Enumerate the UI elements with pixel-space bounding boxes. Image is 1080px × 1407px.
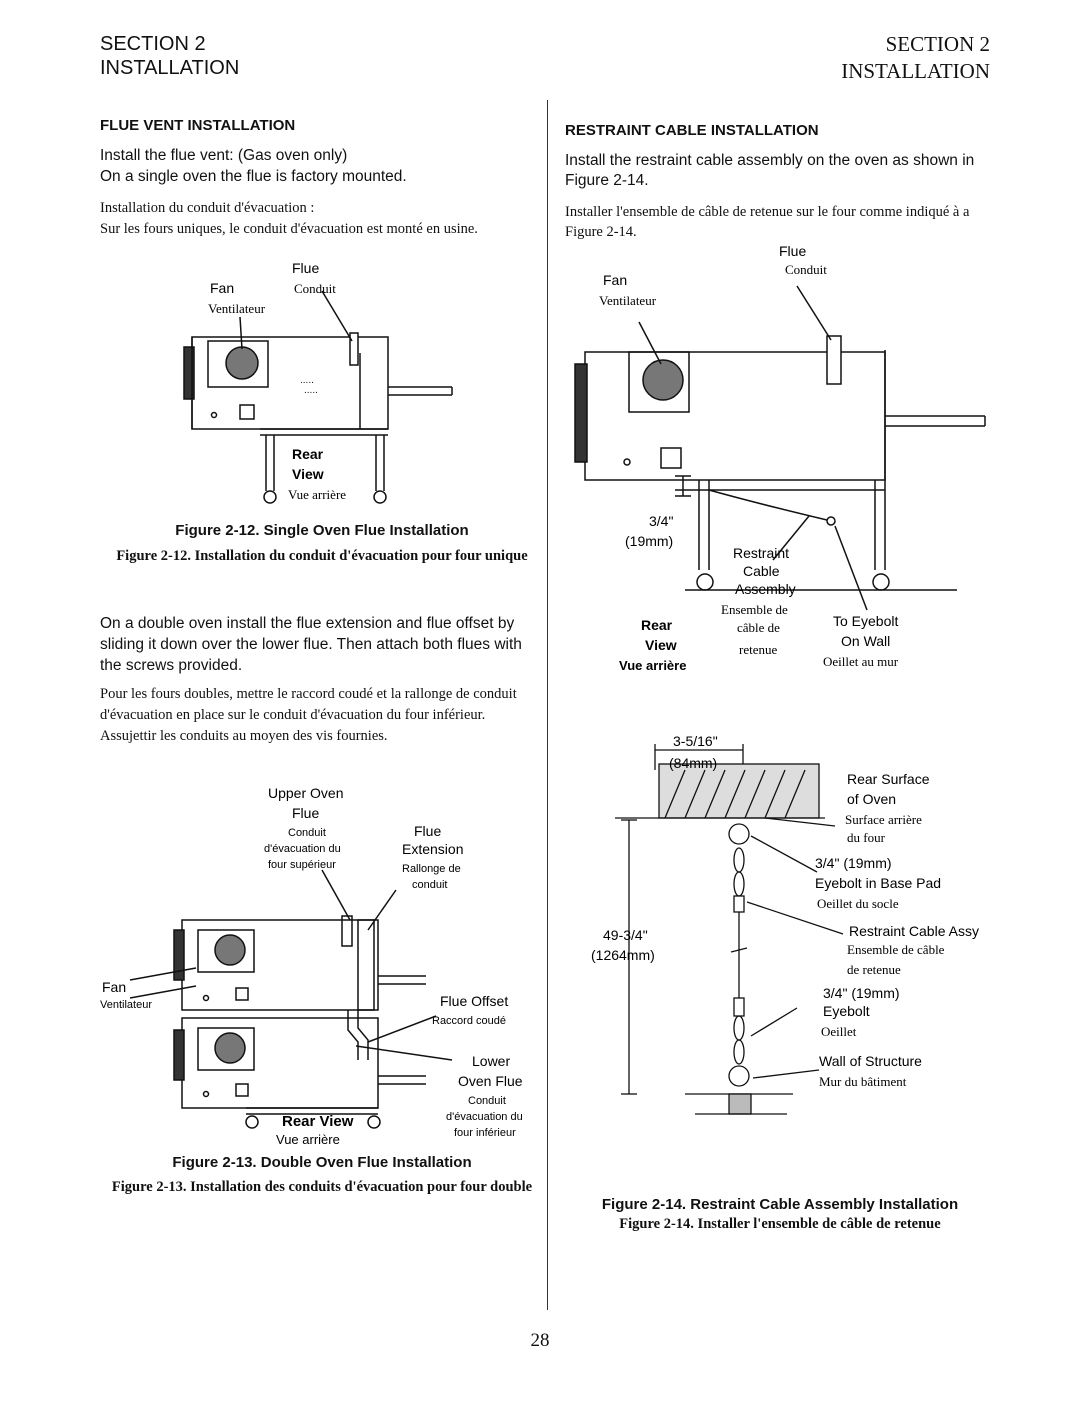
flue-label: Flue xyxy=(292,260,319,276)
fan-label-14: Fan xyxy=(603,272,627,288)
restraint-detail-diagram: 3-5/16" (84mm) Rear Surface of Oven Surf… xyxy=(591,733,979,1115)
ventilateur-label-14: Ventilateur xyxy=(599,293,657,308)
oeillet-mur-label: Oeillet au mur xyxy=(823,654,899,669)
lower-fr3: four inférieur xyxy=(454,1127,516,1139)
eyebolt2-dim-label: 3/4" (19mm) xyxy=(823,985,900,1001)
single-oven-diagram: ..... ..... Fan Ventilateur Flue Conduit… xyxy=(183,260,453,504)
double-oven-diagram: Upper Oven Flue Conduit d'évacuation du … xyxy=(100,785,523,1147)
on-wall-label: On Wall xyxy=(841,633,890,649)
rca-fr1: Ensemble de câble xyxy=(847,942,945,957)
rca-fr2: de retenue xyxy=(847,962,901,977)
fan-label-13: Fan xyxy=(102,979,126,995)
cable-label: Cable xyxy=(743,563,780,579)
rear-label: Rear xyxy=(292,446,324,462)
dim-3-4-label: 3/4" xyxy=(649,513,673,529)
right-section-title: INSTALLATION xyxy=(841,59,990,83)
height-inches-label: 49-3/4" xyxy=(603,927,648,943)
flue-heading: FLUE VENT INSTALLATION xyxy=(100,117,296,134)
surface-fr2: du four xyxy=(847,830,886,845)
rear-surface-label: Rear Surface xyxy=(847,771,930,787)
of-oven-label: of Oven xyxy=(847,791,896,807)
svg-text:.....: ..... xyxy=(304,385,318,396)
flue-fr-line2: Sur les fours uniques, le conduit d'évac… xyxy=(100,221,478,237)
left-section-label: SECTION 2 xyxy=(100,33,206,55)
upper-conduit-fr3: four supérieur xyxy=(268,859,336,871)
double-oven-en: On a double oven install the flue extens… xyxy=(100,615,522,674)
flue-label-14: Flue xyxy=(779,243,806,259)
wall-structure-label: Wall of Structure xyxy=(819,1053,922,1069)
lower-label: Lower xyxy=(472,1053,510,1069)
left-section-title: INSTALLATION xyxy=(100,57,240,79)
dim-3-5-16-label: 3-5/16" xyxy=(673,733,718,749)
page-number: 28 xyxy=(530,1330,550,1351)
dim-84mm-label: (84mm) xyxy=(669,755,717,771)
view-label: View xyxy=(292,466,324,482)
fig12-caption-en: Figure 2-12. Single Oven Flue Installati… xyxy=(175,522,469,539)
upper-oven-label: Upper Oven xyxy=(268,785,343,801)
surface-fr1: Surface arrière xyxy=(845,812,922,827)
flue-offset-label: Flue Offset xyxy=(440,993,508,1009)
fig12-caption-fr: Figure 2-12. Installation du conduit d'é… xyxy=(116,548,528,564)
column-divider xyxy=(547,100,548,1310)
lower-fr2: d'évacuation du xyxy=(446,1111,523,1123)
ensemble-fr3: retenue xyxy=(739,642,777,657)
fig13-caption-en: Figure 2-13. Double Oven Flue Installati… xyxy=(172,1154,472,1171)
ventilateur-label: Ventilateur xyxy=(208,301,266,316)
upper-conduit-fr2: d'évacuation du xyxy=(264,843,341,855)
raccord-label: Raccord coudé xyxy=(432,1015,506,1027)
flue-extension-label2: Extension xyxy=(402,841,463,857)
dim-19mm-label: (19mm) xyxy=(625,533,673,549)
vue-arriere-label-14: Vue arrière xyxy=(619,658,686,673)
ensemble-fr2: câble de xyxy=(737,620,780,635)
view-label-14: View xyxy=(645,637,677,653)
flue-extension-label1: Flue xyxy=(414,823,441,839)
restraint-label: Restraint xyxy=(733,545,789,561)
rear-label-14: Rear xyxy=(641,617,673,633)
ensemble-fr1: Ensemble de xyxy=(721,602,788,617)
flue-fr-line1: Installation du conduit d'évacuation : xyxy=(100,200,315,216)
figure-2-14-oven: Fan Ventilateur Flue Conduit 3/4" (19mm)… xyxy=(565,240,995,680)
flue-en-line1: Install the flue vent: (Gas oven only) xyxy=(100,147,348,164)
upper-conduit-fr1: Conduit xyxy=(288,827,326,839)
ventilateur-label-13: Ventilateur xyxy=(100,999,152,1011)
vue-arriere-label-13: Vue arrière xyxy=(276,1132,340,1147)
flue-en-line2: On a single oven the flue is factory mou… xyxy=(100,168,407,185)
svg-text:.....: ..... xyxy=(300,375,314,386)
fan-label: Fan xyxy=(210,280,234,296)
fig14-caption-fr: Figure 2-14. Installer l'ensemble de câb… xyxy=(619,1216,941,1232)
eyebolt-dim-label: 3/4" (19mm) xyxy=(815,855,892,871)
oven-flue-label: Oven Flue xyxy=(458,1073,523,1089)
double-oven-fr: Pour les fours doubles, mettre le raccor… xyxy=(100,686,517,744)
oeillet-label: Oeillet xyxy=(821,1024,857,1039)
eyebolt2-label: Eyebolt xyxy=(823,1003,870,1019)
eyebolt-base-label: Eyebolt in Base Pad xyxy=(815,875,941,891)
assembly-label: Assembly xyxy=(735,581,796,597)
figure-2-12: ..... ..... Fan Ventilateur Flue Conduit… xyxy=(170,255,470,515)
right-section-label: SECTION 2 xyxy=(885,32,990,56)
rallonge-fr2: conduit xyxy=(412,879,447,891)
figure-2-14-detail: 3-5/16" (84mm) Rear Surface of Oven Surf… xyxy=(565,730,1000,1130)
fig14-caption-en: Figure 2-14. Restraint Cable Assembly In… xyxy=(601,1196,959,1213)
oeillet-socle-label: Oeillet du socle xyxy=(817,896,899,911)
upper-flue-label: Flue xyxy=(292,805,319,821)
rear-view-label-13: Rear View xyxy=(282,1113,354,1130)
restraint-heading: RESTRAINT CABLE INSTALLATION xyxy=(565,122,819,139)
conduit-label: Conduit xyxy=(294,281,336,296)
lower-fr1: Conduit xyxy=(468,1095,506,1107)
conduit-label-14: Conduit xyxy=(785,262,827,277)
figure-2-13: Upper Oven Flue Conduit d'évacuation du … xyxy=(96,780,546,1150)
height-mm-label: (1264mm) xyxy=(591,947,655,963)
mur-batiment-label: Mur du bâtiment xyxy=(819,1074,907,1089)
restraint-fr: Installer l'ensemble de câble de retenue… xyxy=(565,204,970,240)
restraint-cable-assy-label: Restraint Cable Assy xyxy=(849,923,979,939)
to-eyebolt-label: To Eyebolt xyxy=(833,613,898,629)
restraint-oven-diagram: Fan Ventilateur Flue Conduit 3/4" (19mm)… xyxy=(574,243,986,673)
rallonge-fr1: Rallonge de xyxy=(402,863,461,875)
restraint-en: Install the restraint cable assembly on … xyxy=(565,152,975,189)
vue-arriere-label: Vue arrière xyxy=(288,487,346,502)
fig13-caption-fr: Figure 2-13. Installation des conduits d… xyxy=(111,1179,533,1195)
